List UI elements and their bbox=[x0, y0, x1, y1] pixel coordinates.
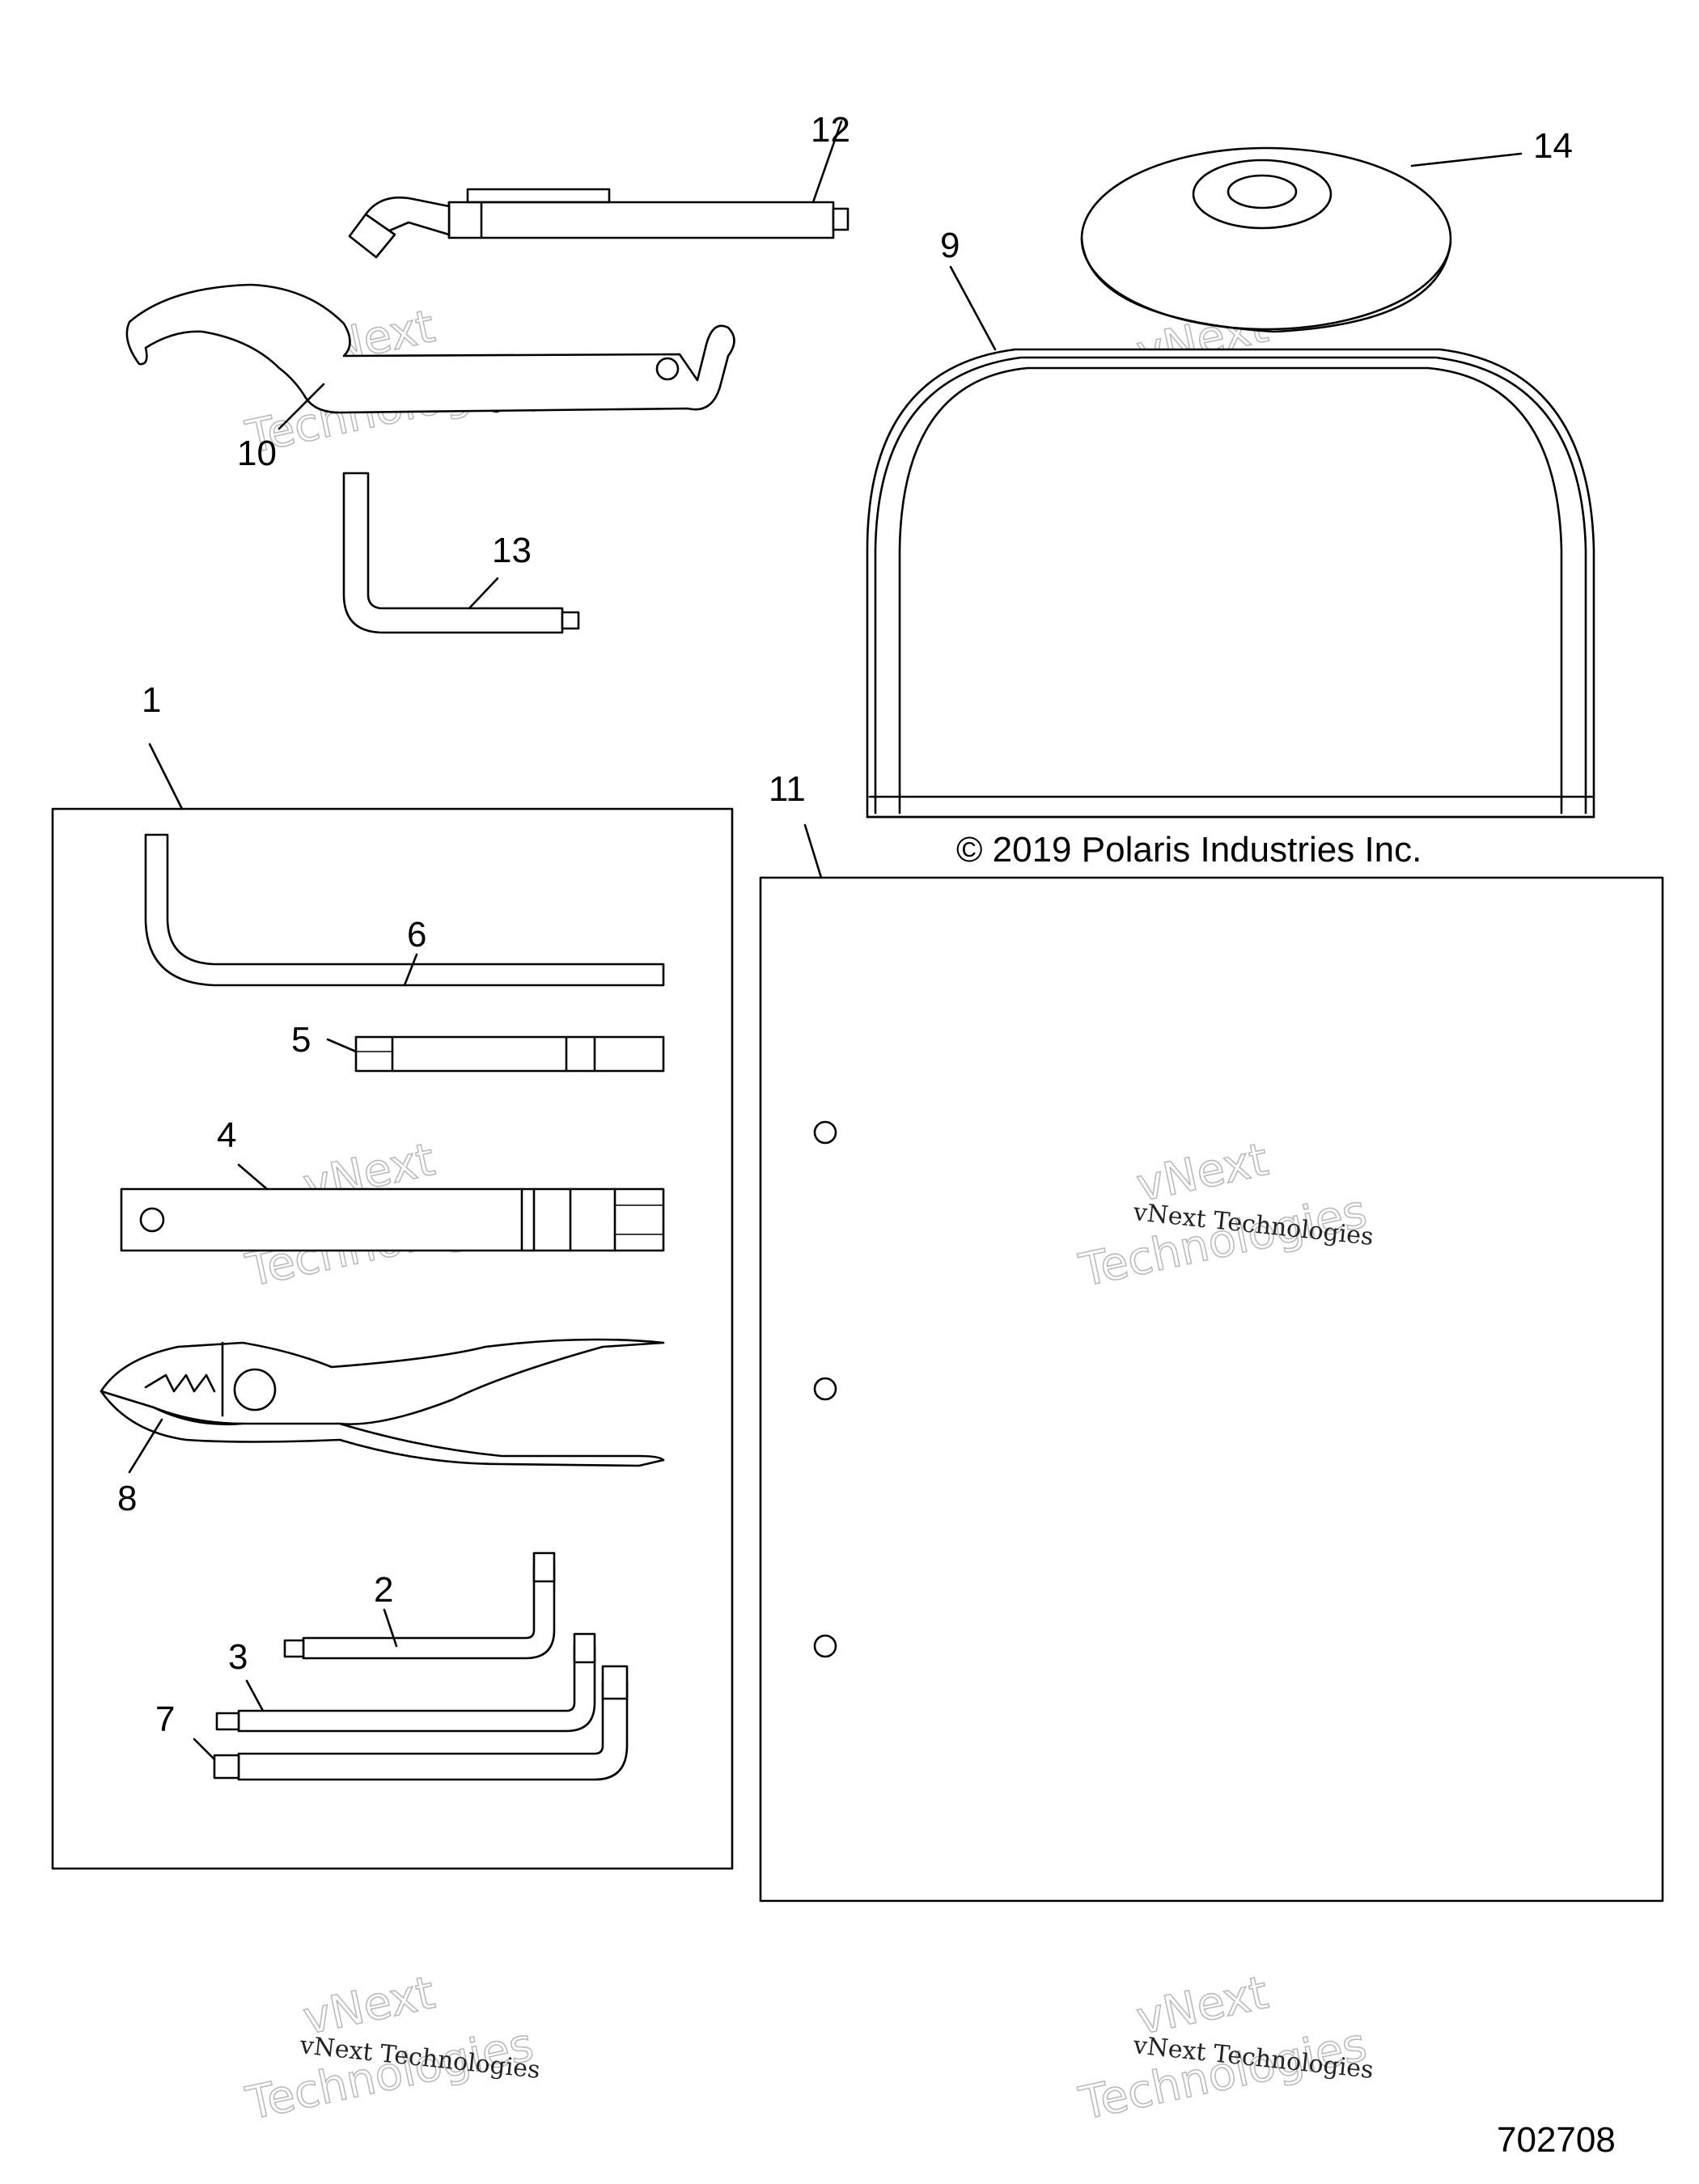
callout-8: 8 bbox=[117, 1479, 137, 1518]
watermark-mid-right: vNext Technologies vNext Technologies bbox=[1074, 1132, 1375, 1297]
part-14-disc bbox=[1080, 146, 1523, 333]
callout-1: 1 bbox=[142, 680, 161, 720]
part-12-extension-tool bbox=[348, 120, 850, 259]
watermark-bottom-right: vNext Technologies vNext Technologies bbox=[1074, 1966, 1375, 2131]
callout-14: 14 bbox=[1533, 126, 1573, 166]
figure-number: 702708 bbox=[1497, 2120, 1616, 2160]
copyright-notice: © 2019 Polaris Industries Inc. bbox=[956, 830, 1421, 870]
part-3-hex-key bbox=[215, 1632, 596, 1733]
part-2-hex-key bbox=[283, 1551, 556, 1660]
part-9-bag bbox=[866, 265, 1595, 819]
watermark-bottom-left: vNext Technologies vNext Technologies bbox=[241, 1966, 542, 2131]
part-13-hex-key bbox=[342, 472, 580, 634]
callout-5: 5 bbox=[291, 1020, 311, 1060]
callout-13: 13 bbox=[492, 531, 532, 570]
part-5-socket-extension bbox=[326, 1035, 665, 1073]
callout-7: 7 bbox=[155, 1699, 175, 1739]
part-4-spark-plug-wrench bbox=[120, 1163, 665, 1252]
callout-2: 2 bbox=[374, 1570, 393, 1610]
callout-4: 4 bbox=[217, 1115, 236, 1155]
part-11-manual bbox=[759, 823, 1664, 1903]
part-8-pliers bbox=[100, 1338, 665, 1474]
callout-3: 3 bbox=[228, 1637, 248, 1677]
part-7-hex-key bbox=[193, 1665, 629, 1781]
callout-6: 6 bbox=[407, 915, 426, 954]
part-10-spanner-wrench bbox=[125, 283, 735, 430]
part-1-tool-kit-box bbox=[51, 743, 734, 1870]
part-6-l-wrench bbox=[144, 833, 665, 987]
callout-10: 10 bbox=[237, 434, 277, 473]
callout-11: 11 bbox=[769, 769, 806, 809]
callout-12: 12 bbox=[811, 110, 850, 150]
callout-9: 9 bbox=[940, 226, 960, 265]
